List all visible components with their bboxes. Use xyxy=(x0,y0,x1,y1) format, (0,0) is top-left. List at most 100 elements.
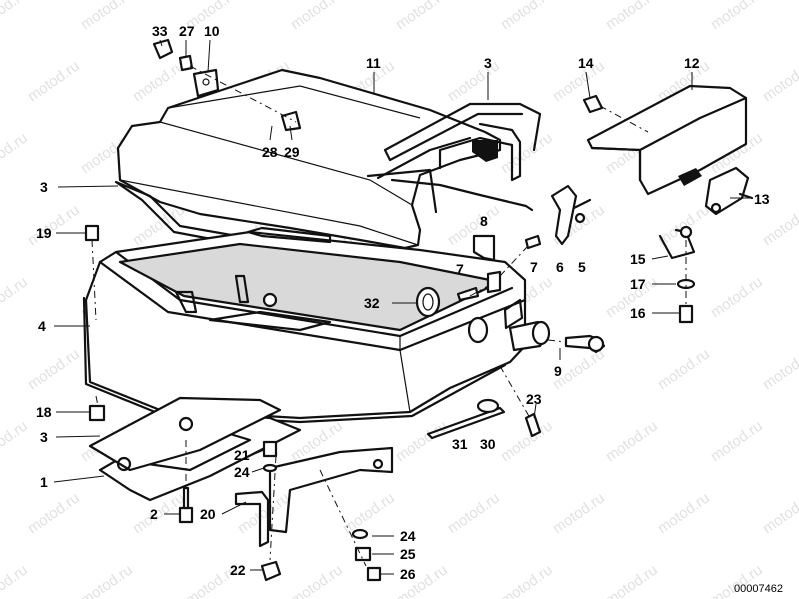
callout-3-left: 3 xyxy=(40,179,48,195)
watermark-text: motod.ru xyxy=(25,489,83,537)
watermark-text: motod.ru xyxy=(78,561,136,599)
callout-30: 30 xyxy=(480,436,496,452)
callout-19: 19 xyxy=(36,225,52,241)
assembly-lines xyxy=(91,65,687,567)
watermark-text: motod.ru xyxy=(0,561,31,599)
callout-26: 26 xyxy=(400,566,416,582)
watermark-text: motod.ru xyxy=(235,489,293,537)
watermark-text: motod.ru xyxy=(0,129,31,177)
screw-19-part xyxy=(84,224,100,242)
callout-16: 16 xyxy=(630,305,646,321)
watermark-text: motod.ru xyxy=(0,273,31,321)
watermark-text: motod.ru xyxy=(288,561,346,599)
leader-lines xyxy=(53,39,752,575)
callout-6: 6 xyxy=(556,259,564,275)
watermark-text: motod.ru xyxy=(760,489,799,537)
screw-2-part xyxy=(178,506,194,524)
callout-28: 28 xyxy=(262,144,278,160)
callout-4: 4 xyxy=(38,318,46,334)
callout-23: 23 xyxy=(526,391,542,407)
reference-number: 00007462 xyxy=(734,583,783,595)
callout-14: 14 xyxy=(578,55,594,71)
watermark-text: motod.ru xyxy=(498,561,556,599)
watermark-text: motod.ru xyxy=(25,57,83,105)
clip-part xyxy=(472,234,496,262)
watermark-text: motod.ru xyxy=(288,0,346,33)
callout-12: 12 xyxy=(684,55,700,71)
bolt-16-part xyxy=(678,304,694,324)
callout-8: 8 xyxy=(480,213,488,229)
lock-part xyxy=(508,320,606,354)
watermark-text: motod.ru xyxy=(760,345,799,393)
watermark-text: motod.ru xyxy=(78,0,136,33)
watermark-text: motod.ru xyxy=(130,57,188,105)
watermark-text: motod.ru xyxy=(655,489,713,537)
nut-22-part xyxy=(260,560,282,582)
base-plate-part xyxy=(88,396,302,502)
watermark-text: motod.ru xyxy=(393,417,451,465)
small-parts-top xyxy=(152,38,302,132)
callout-22: 22 xyxy=(230,562,246,578)
callout-32: 32 xyxy=(364,295,380,311)
callout-7-right: 7 xyxy=(530,259,538,275)
watermark-text: motod.ru xyxy=(445,489,503,537)
watermark-text: motod.ru xyxy=(708,0,766,33)
lid-part xyxy=(116,68,542,250)
watermark-text: motod.ru xyxy=(0,417,31,465)
watermark-text: motod.ru xyxy=(550,489,608,537)
watermark-text: motod.ru xyxy=(760,57,799,105)
washer-24-part xyxy=(351,528,369,540)
watermark-text: motod.ru xyxy=(25,201,83,249)
callout-5: 5 xyxy=(578,259,586,275)
callout-3-bottom: 3 xyxy=(40,429,48,445)
callout-33: 33 xyxy=(152,23,168,39)
pad-part xyxy=(476,398,500,414)
callout-24: 24 xyxy=(400,528,416,544)
callout-9: 9 xyxy=(554,363,562,379)
nut-26-part xyxy=(366,566,382,582)
callout-21: 21 xyxy=(234,447,250,463)
watermark-text: motod.ru xyxy=(445,57,503,105)
watermark-text: motod.ru xyxy=(498,129,556,177)
watermark-text: motod.ru xyxy=(498,0,556,33)
watermark-text: motod.ru xyxy=(655,345,713,393)
callout-20: 20 xyxy=(200,506,216,522)
cover-cap-part xyxy=(586,84,748,196)
watermark-text: motod.ru xyxy=(340,489,398,537)
nut-18-part xyxy=(88,404,106,422)
watermark-text: motod.ru xyxy=(708,417,766,465)
pin-part xyxy=(486,270,502,294)
watermark-text: motod.ru xyxy=(760,201,799,249)
mount-bracket-part xyxy=(234,446,394,548)
callout-24-left: 24 xyxy=(234,464,250,480)
watermark-text: motod.ru xyxy=(393,0,451,33)
callout-2: 2 xyxy=(150,506,158,522)
watermark-text: motod.ru xyxy=(498,417,556,465)
callout-25: 25 xyxy=(400,546,416,562)
watermark-text: motod.ru xyxy=(708,273,766,321)
watermark-text: motod.ru xyxy=(603,0,661,33)
watermark-text: motod.ru xyxy=(25,345,83,393)
callout-1: 1 xyxy=(40,474,48,490)
callout-numbers: 33 27 10 11 3 14 12 28 29 3 13 8 19 15 7… xyxy=(36,23,770,582)
callout-13: 13 xyxy=(754,191,770,207)
callout-18: 18 xyxy=(36,404,52,420)
callout-17: 17 xyxy=(630,276,646,292)
callout-10: 10 xyxy=(204,23,220,39)
callout-29: 29 xyxy=(284,144,300,160)
lower-case-part xyxy=(84,226,527,420)
hinge-part xyxy=(550,184,592,246)
strip-part xyxy=(426,406,506,440)
nut-25-part xyxy=(354,546,372,562)
callout-7-left: 7 xyxy=(456,261,464,277)
callout-15: 15 xyxy=(630,251,646,267)
callout-31: 31 xyxy=(452,436,468,452)
callout-11: 11 xyxy=(366,55,381,71)
screw-23-part xyxy=(524,412,542,438)
bolt-14-part xyxy=(582,94,604,114)
callout-3-top: 3 xyxy=(484,55,492,71)
watermark-text: motod.ru xyxy=(603,417,661,465)
watermark-text: motod.ru xyxy=(603,561,661,599)
watermark-text: motod.ru xyxy=(0,0,31,33)
